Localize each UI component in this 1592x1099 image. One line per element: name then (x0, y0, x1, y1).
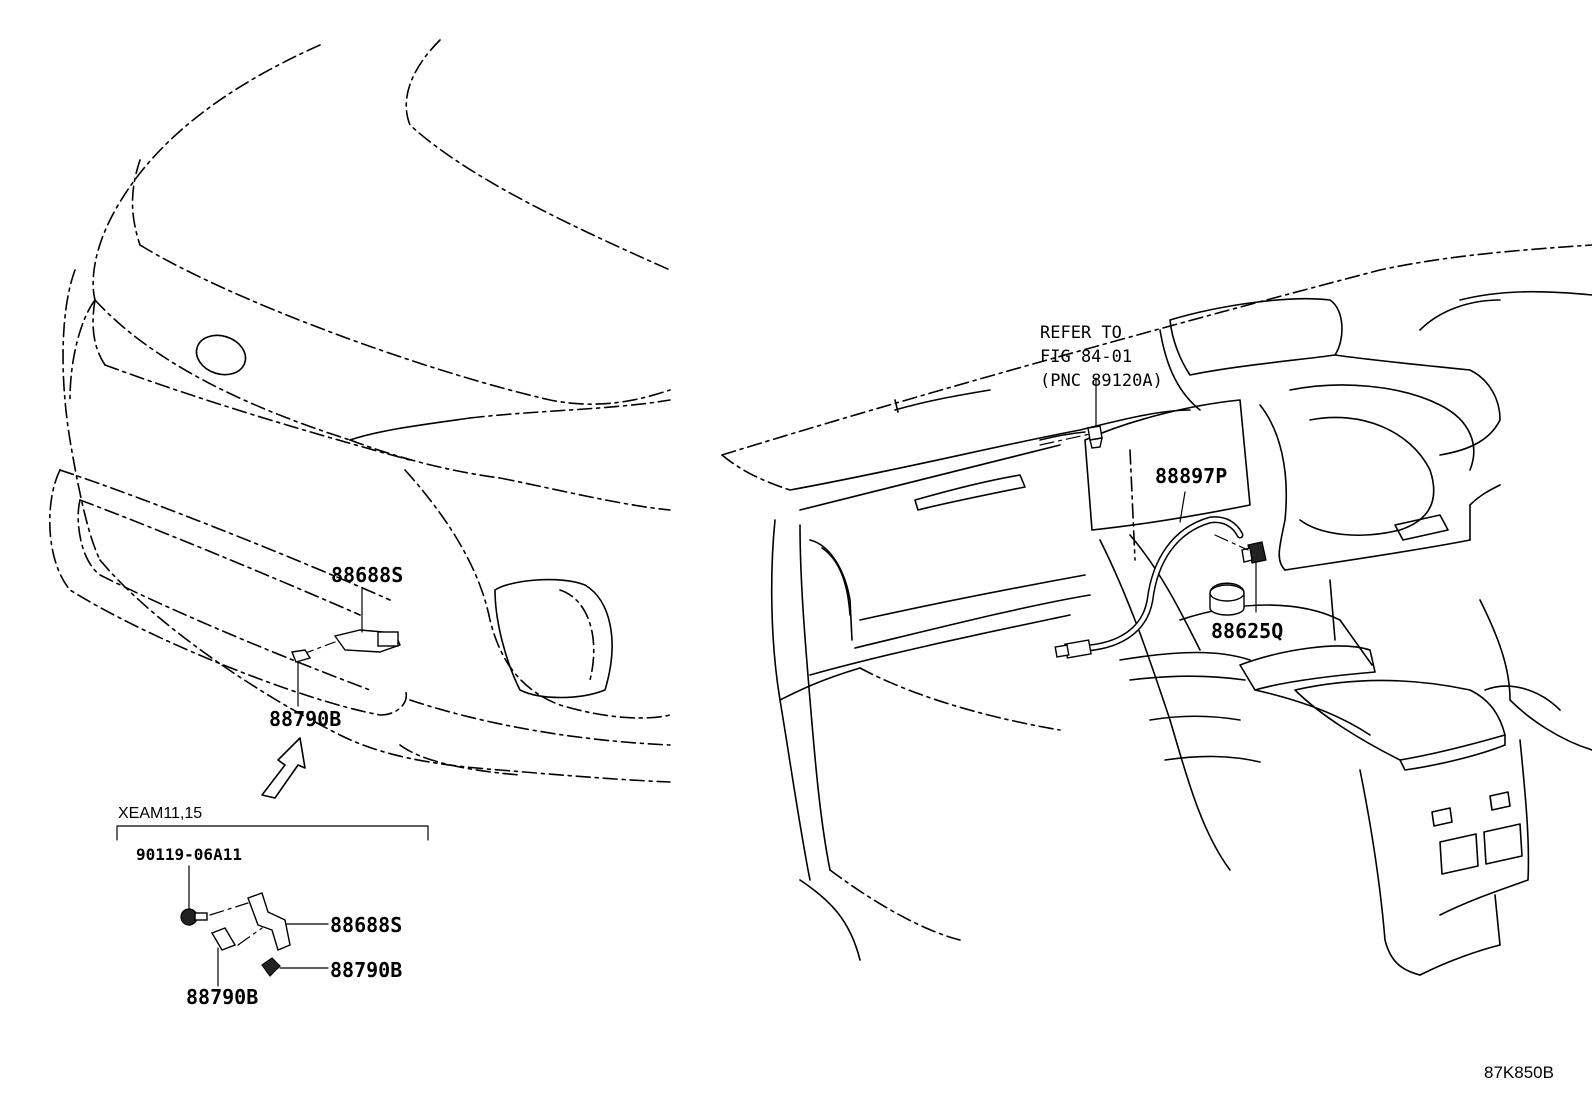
vehicle-front-illustration (48, 39, 671, 783)
reference-line-1: REFER TO (1040, 323, 1122, 343)
bracket-icon (247, 892, 291, 951)
solar-sensor-icon (1087, 425, 1103, 449)
callout-90119-06A11: 90119-06A11 (136, 845, 242, 864)
callout-88625Q: 88625Q (1211, 619, 1283, 643)
callout-88790B-inset-lower: 88790B (186, 985, 258, 1009)
reference-note: REFER TO FIG 84-01 (PNC 89120A) (1040, 323, 1163, 391)
bolt-icon (180, 908, 208, 926)
interior-parts (1039, 377, 1267, 659)
hose-connector-icon (1054, 639, 1092, 659)
callout-88688S: 88688S (331, 563, 403, 587)
sensor-icon (1209, 582, 1245, 616)
clip-icon (210, 927, 237, 951)
figure-id: 87K850B (1484, 1063, 1554, 1082)
callout-88688S-inset: 88688S (330, 913, 402, 937)
callout-88897P: 88897P (1155, 464, 1227, 488)
connector-icon (261, 957, 281, 977)
callout-88790B-inset: 88790B (330, 958, 402, 982)
vehicle-interior-illustration (721, 244, 1592, 976)
callout-88790B: 88790B (269, 707, 341, 731)
variant-label: XEAM11,15 (118, 805, 202, 822)
variant-inset: XEAM11,15 90119-06A11 88688S 88790B 8879… (116, 805, 429, 1009)
clip-icon (1241, 541, 1267, 564)
view-direction-arrow-icon (261, 737, 306, 799)
front-sensor-assembly (291, 587, 401, 707)
reference-line-2: FIG 84-01 (1040, 347, 1132, 367)
reference-line-3: (PNC 89120A) (1040, 371, 1163, 391)
